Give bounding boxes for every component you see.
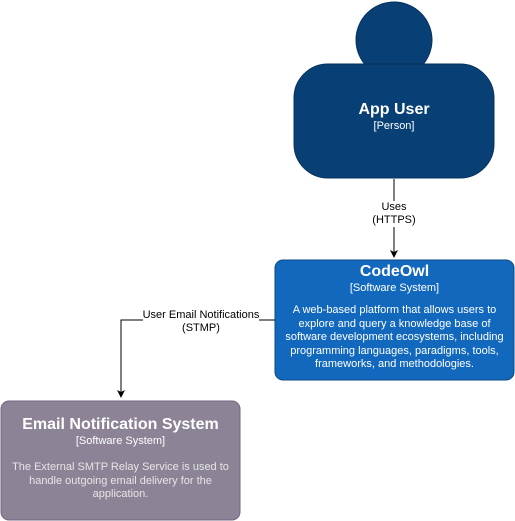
email-system-description: The External SMTP Relay Service is used … xyxy=(12,461,229,500)
notifications-edge-label-line1: User Email Notifications xyxy=(142,309,260,322)
email-system-type: [Software System] xyxy=(75,435,166,447)
email-system-name: Email Notification System xyxy=(22,416,219,433)
codeowl-label: CodeOwl [Software System] A web-based pl… xyxy=(279,262,510,372)
codeowl-name: CodeOwl xyxy=(359,263,430,280)
notifications-edge-label-line2: (STMP) xyxy=(182,322,220,334)
uses-edge-label-line2: (HTTPS) xyxy=(372,214,416,226)
email-system-box[interactable] xyxy=(0,400,241,521)
person-shape[interactable] xyxy=(293,1,495,179)
app-user-type: [Person] xyxy=(373,120,415,132)
codeowl-description: A web-based platform that allows users t… xyxy=(285,304,504,370)
uses-edge-label: Uses (HTTPS) xyxy=(369,201,419,227)
codeowl-type: [Software System] xyxy=(349,282,440,294)
app-user-label: App User [Person] xyxy=(294,100,494,133)
person-body xyxy=(293,63,495,179)
notifications-edge-label: User Email Notifications (STMP) xyxy=(131,309,271,335)
app-user-name: App User xyxy=(358,101,430,118)
uses-edge-label-line1: Uses xyxy=(381,201,407,213)
email-system-label: Email Notification System [Software Syst… xyxy=(5,415,236,502)
